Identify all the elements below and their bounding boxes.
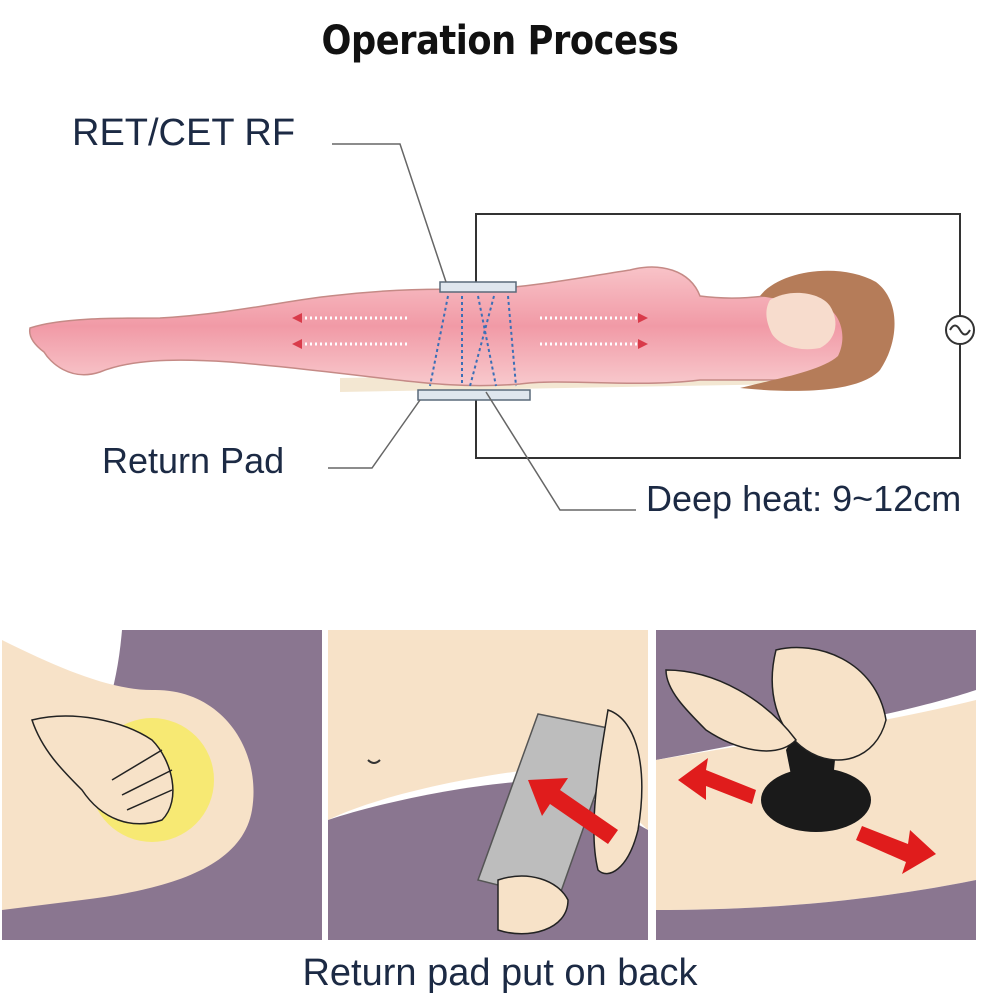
direction-arrow-left: [678, 758, 756, 804]
panel-place-return-pad: [328, 630, 648, 940]
leader-ret: [332, 143, 447, 283]
label-deep-heat: Deep heat: 9~12cm: [646, 478, 962, 519]
rf-electrode-top: [439, 281, 517, 293]
label-return-pad: Return Pad: [102, 440, 285, 481]
heat-arrow-head: [292, 313, 302, 323]
page-title: Operation Process: [321, 18, 679, 64]
ac-source-icon: [945, 315, 975, 345]
direction-arrow-right: [856, 826, 936, 874]
treatment-diagram: [28, 143, 975, 511]
return-pad-bottom: [417, 389, 531, 401]
energy-field: [429, 295, 517, 387]
heat-arrow-head: [292, 339, 302, 349]
leader-deep-heat: [485, 391, 636, 511]
hand-illustration: [771, 646, 887, 761]
heat-arrow-head: [638, 339, 648, 349]
hand-illustration: [497, 875, 569, 935]
label-ret-cet-rf: RET/CET RF: [72, 112, 296, 154]
patient-face: [766, 292, 836, 350]
leader-return-pad: [328, 399, 421, 469]
heat-arrow-head: [638, 313, 648, 323]
patient-hair: [740, 270, 895, 391]
panel-apply-handpiece: [656, 630, 976, 940]
panel-locate-area: [2, 630, 322, 940]
heat-arrows: [300, 316, 640, 346]
hand-illustration: [31, 715, 174, 825]
direction-arrow: [528, 778, 618, 844]
caption: Return pad put on back: [302, 952, 698, 994]
navel-icon: [367, 759, 381, 764]
hand-illustration: [665, 669, 797, 752]
